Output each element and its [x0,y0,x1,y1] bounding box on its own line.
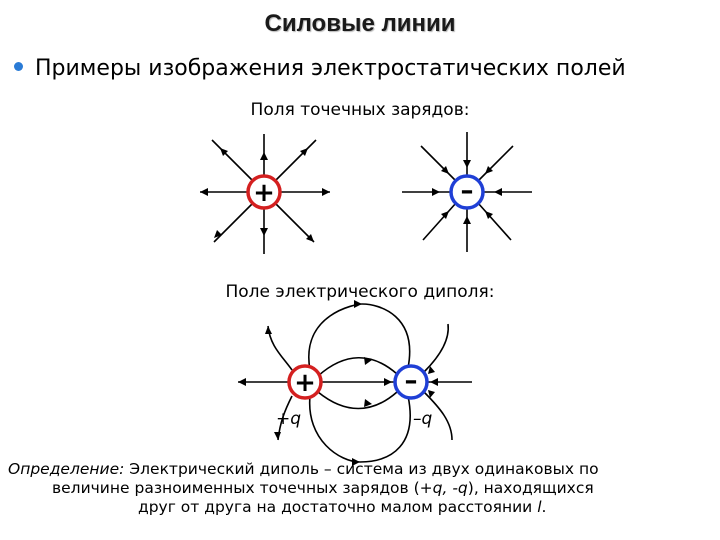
arrow-icon [238,378,246,386]
definition-charges: +q, -q [419,479,468,497]
definition-text: величине разноименных точечных зарядов ( [52,479,420,497]
dipole-caption: Поле электрического диполя: [225,282,495,302]
positive-charge-circle [246,174,282,210]
arrow-icon [260,228,268,236]
arrow-icon [200,188,208,196]
field-line-down-left [422,202,457,241]
arrow-icon [364,357,372,365]
positive-charge-field: + [200,134,330,254]
arrow-icon [214,230,222,238]
dipole-outer-arc-bottom [309,395,411,463]
dipole-outer-arc-top [308,303,411,371]
arrow-icon [441,211,449,219]
definition-label: Определение: [8,460,125,478]
dipole-positive-sign: + [294,368,316,398]
definition-distance-symbol: l [537,498,542,516]
negative-charge-circle [449,174,485,210]
bullet-item: Примеры изображения электростатических п… [14,56,626,81]
bullet-dot-icon [14,61,23,71]
bullet-text: Примеры изображения электростатических п… [35,56,626,81]
field-line-up-left [420,145,457,182]
field-line-up-right [274,139,317,182]
arrow-icon [485,211,493,219]
definition-line-1: Определение: Электрический диполь – сист… [8,460,708,479]
definition-text: ), находящихся [467,479,594,497]
dipole-inner-arc-top [317,356,398,377]
arrow-icon [260,152,268,160]
positive-charge-label: +q [276,409,301,429]
arrow-icon [220,148,228,156]
field-line-down-right [477,202,512,241]
arrow-icon [300,148,308,156]
definition-paragraph: Определение: Электрический диполь – сист… [8,460,708,517]
arrow-icon [364,399,372,407]
arrow-icon [428,390,435,398]
arrow-icon [354,300,362,308]
arrow-icon [430,378,438,386]
arrow-icon [265,326,272,334]
arrow-icon [384,378,392,386]
definition-text: Электрический диполь – система из двух о… [124,460,599,478]
definition-line-3: друг от друга на достаточно малом рассто… [8,498,708,517]
definition-line-2: величине разноименных точечных зарядов (… [8,479,708,498]
definition-text: друг от друга на достаточно малом рассто… [138,498,538,516]
definition-text: . [541,498,547,516]
arrow-icon [485,166,493,174]
negative-charge-sign: – [461,176,474,206]
dipole-field: + – +q –q [238,300,472,466]
arrow-icon [463,216,471,224]
point-charges-caption: Поля точечных зарядов: [250,100,470,120]
field-line-up-right [477,145,514,182]
arrow-icon [306,234,314,242]
negative-charge-label: –q [413,409,433,429]
field-line-down-left [213,202,254,243]
arrow-icon [352,458,360,466]
arrow-icon [432,188,440,196]
dipole-positive-circle [287,364,323,400]
arrow-icon [428,366,435,374]
dipole-left-line-up [267,325,293,371]
field-line-up-left [211,139,254,182]
dipole-right-line-up [423,323,449,373]
dipole-inner-arc-bottom [317,391,398,410]
arrow-icon [494,188,502,196]
field-line-down-right [274,202,315,243]
arrow-icon [463,160,471,168]
dipole-negative-circle [393,364,429,400]
page-title: Силовые линии [264,10,456,37]
arrow-icon [274,432,281,440]
dipole-right-line-down [423,391,453,441]
dipole-negative-sign: – [405,366,418,396]
positive-charge-sign: + [253,178,275,208]
negative-charge-field: – [402,132,532,252]
arrow-icon [441,166,449,174]
arrow-icon [322,188,330,196]
